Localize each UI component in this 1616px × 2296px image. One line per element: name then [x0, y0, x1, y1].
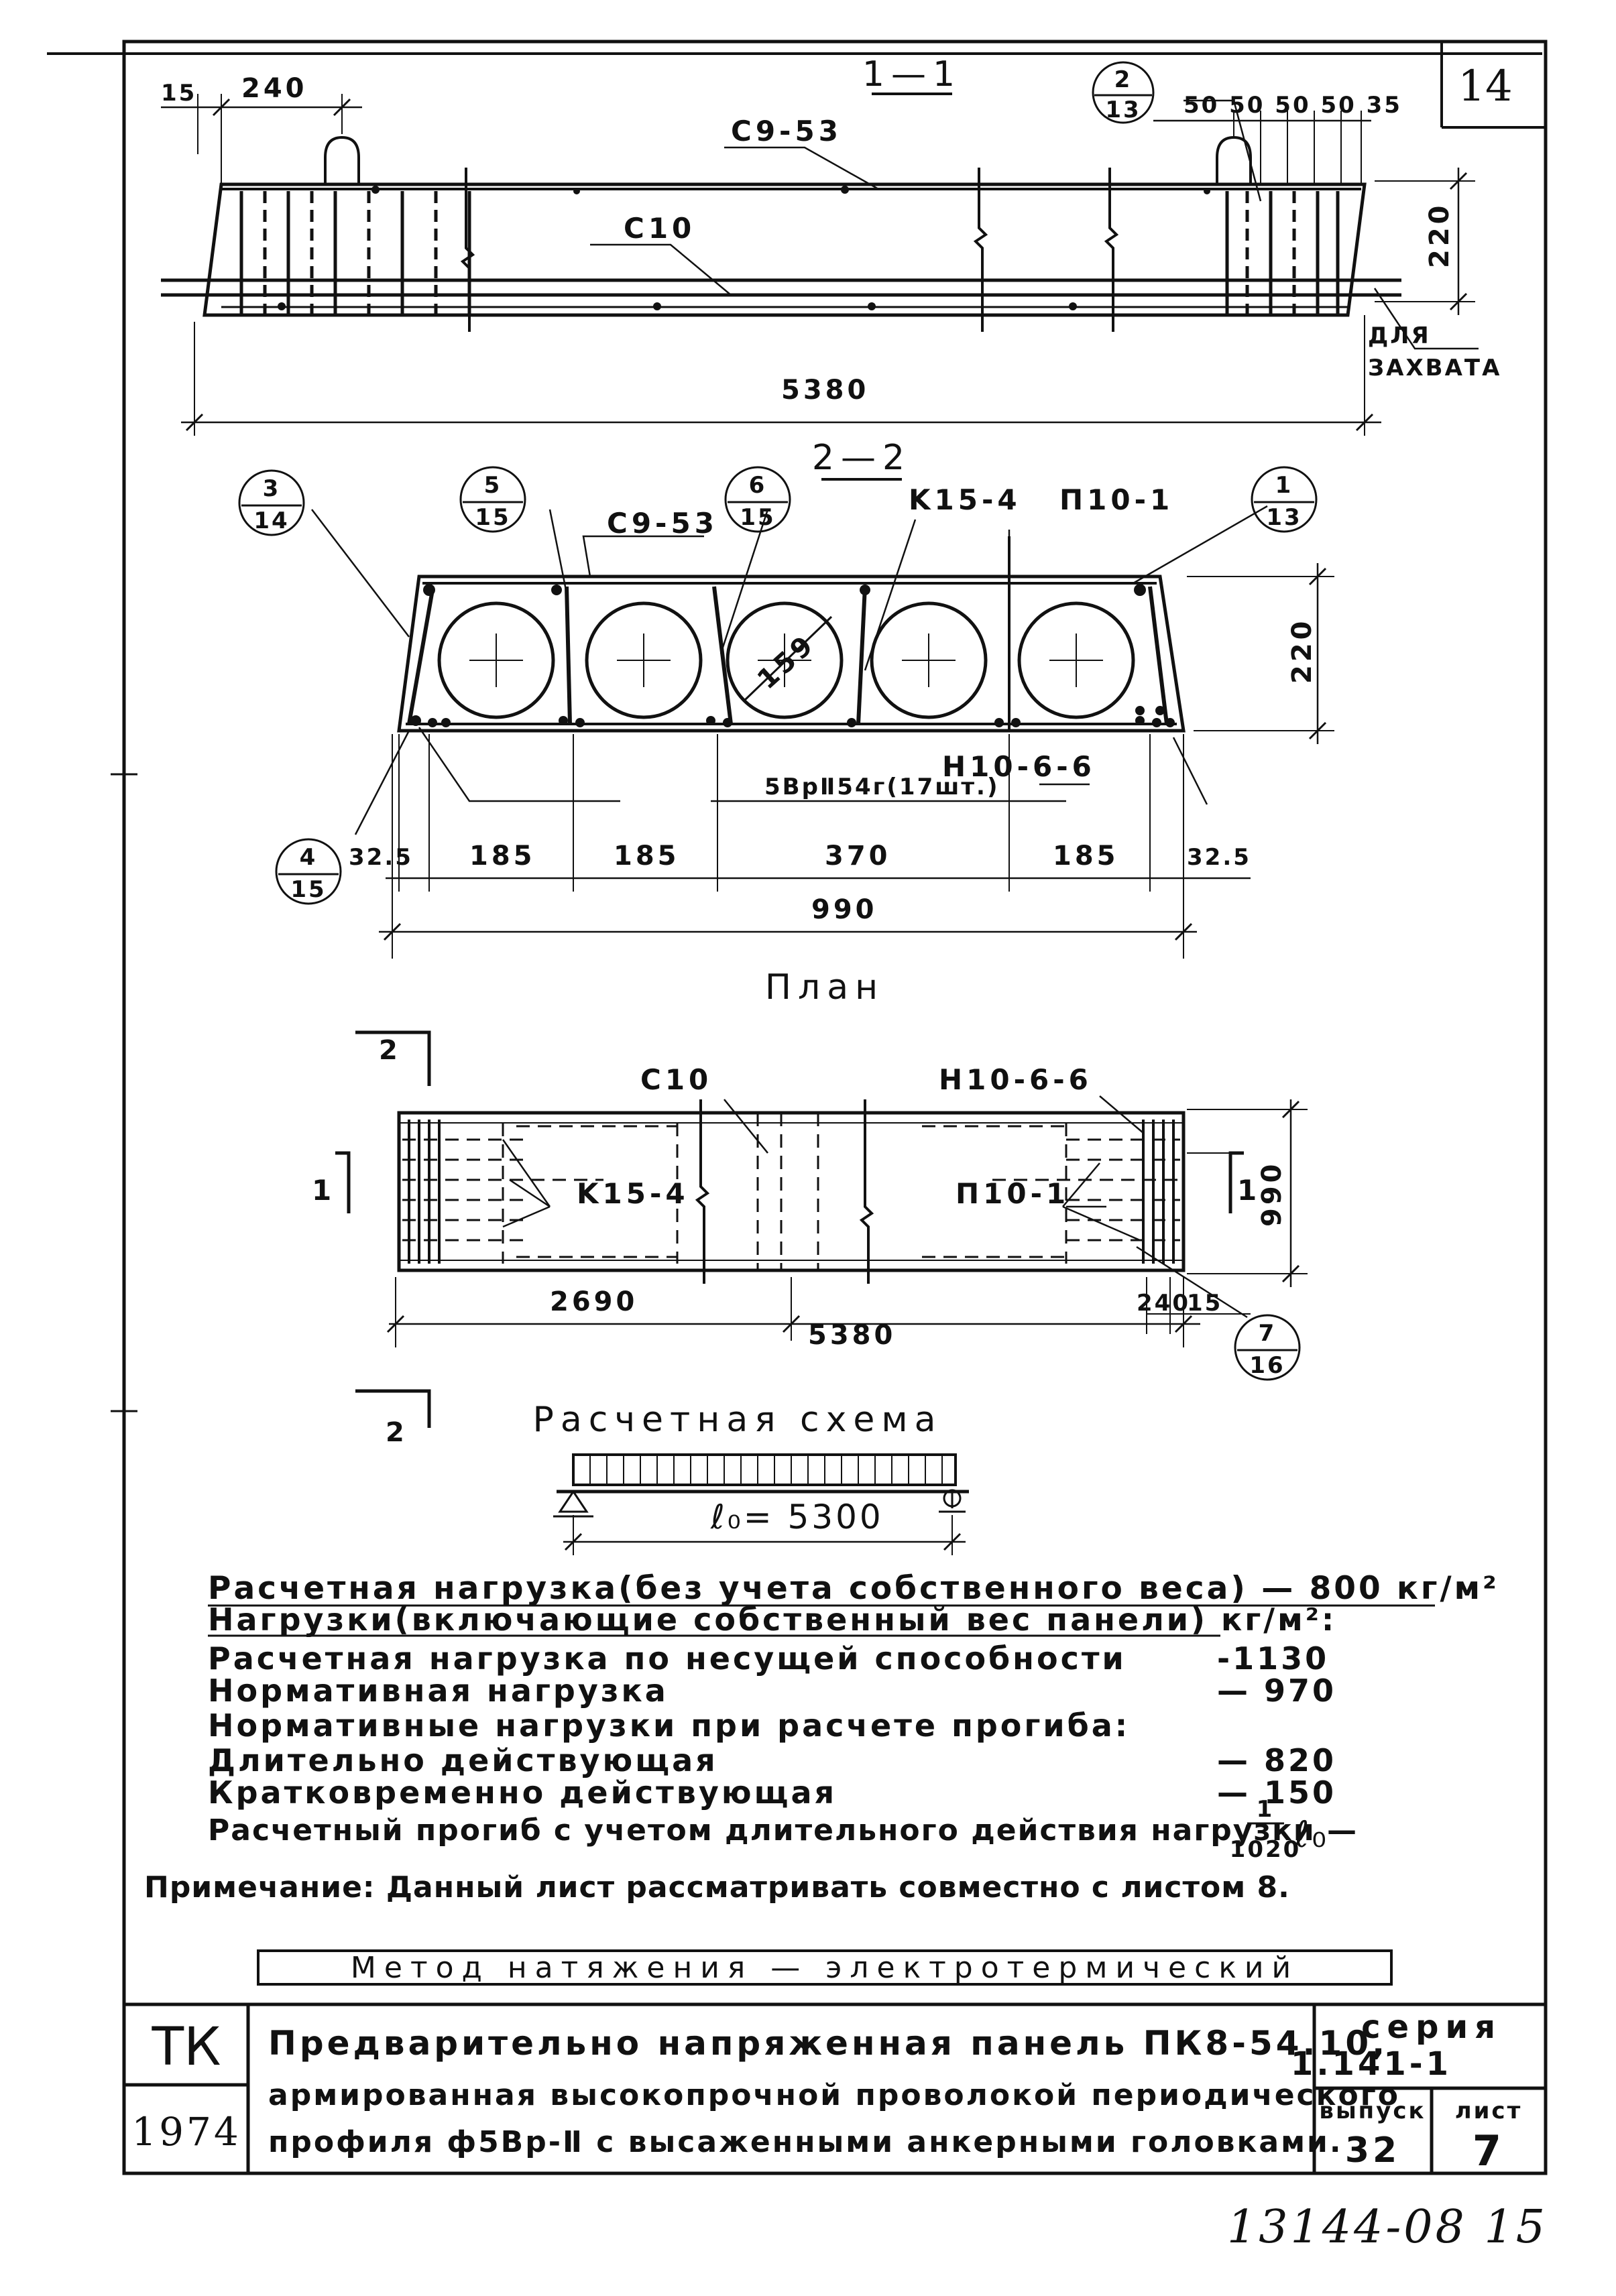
loads-line2: Нагрузки(включающие собственный вес пане…	[208, 1602, 1336, 1638]
org-label: ТК	[151, 2017, 221, 2077]
dim-15-label: 15	[161, 80, 196, 107]
loads-underlines	[208, 1604, 1435, 1825]
callout-6-top: 6	[749, 472, 767, 499]
loads-row-1-label: Расчетная нагрузка по несущей способност…	[208, 1640, 1127, 1677]
loads-row-5-value: — 150	[1217, 1774, 1336, 1811]
callout-2-bottom: 13	[1105, 97, 1141, 123]
section-2-2	[238, 466, 1334, 959]
callout-1-bottom: 13	[1266, 504, 1302, 531]
callout-1-top: 1	[1275, 472, 1293, 499]
loads-row-4-value: — 820	[1217, 1742, 1336, 1778]
height-220-label: 220	[1424, 202, 1455, 269]
title-line3: профиля ф5Вр-Ⅱ с высаженными анкерными г…	[268, 2125, 1343, 2159]
loads-row-4-label: Длительно действующая	[208, 1742, 718, 1778]
archive-stamp: 13144-08 15	[1227, 2201, 1548, 2254]
plan-mesh-c10: C10	[640, 1063, 712, 1096]
callout-2-top: 2	[1114, 66, 1133, 93]
grip-note-line2: ЗАХВАТА	[1368, 355, 1501, 381]
scheme-title: Расчетная схема	[533, 1400, 943, 1440]
mesh-c10-label: C10	[624, 212, 695, 245]
height-220-label-2: 220	[1287, 618, 1318, 684]
loop-p10-1-label: П10-1	[1059, 483, 1173, 516]
callout-3-top: 3	[263, 475, 281, 502]
series-value: 1.141-1	[1291, 2045, 1452, 2083]
callout-5-bottom: 15	[475, 504, 510, 531]
scheme-beam	[553, 1453, 969, 1555]
issue-label: выпуск	[1319, 2098, 1426, 2124]
plan-dim-240: 240	[1137, 1290, 1190, 1317]
sheet-value: 7	[1473, 2126, 1505, 2175]
length-5380-label: 5380	[781, 375, 869, 406]
mesh-c9-53-label-2: C9-53	[607, 507, 718, 540]
cut-2-bottom: 2	[386, 1417, 408, 1448]
mesh-h10-label: Н10-6-6	[942, 750, 1096, 783]
dims-right-label: 50 50 50 50 35	[1184, 92, 1402, 119]
title-block	[124, 2002, 1546, 2173]
title-line2: армированная высокопрочной проволокой пе…	[268, 2078, 1400, 2112]
plan-length-5380: 5380	[808, 1320, 896, 1351]
callout-4-bottom: 15	[290, 876, 326, 903]
loads-line1: Расчетная нагрузка(без учета собственног…	[208, 1570, 1499, 1607]
mesh-c9-53-label: C9-53	[731, 115, 842, 147]
scheme-span: ℓ₀= 5300	[710, 1498, 884, 1536]
plan-width-990: 990	[1257, 1161, 1287, 1227]
dim-32-5-right: 32.5	[1187, 844, 1251, 871]
plan-loop-p10-1: П10-1	[956, 1177, 1070, 1210]
sheet-frame	[47, 40, 1548, 2175]
dim-185-a: 185	[469, 841, 536, 871]
width-990-label: 990	[811, 894, 878, 925]
callout-3-bottom: 14	[253, 507, 289, 534]
grip-note-line1: ДЛЯ	[1368, 322, 1431, 349]
method-text: Метод натяжения — электротермический	[351, 1951, 1299, 1985]
dim-370: 370	[825, 841, 891, 871]
callout-6-bottom: 15	[740, 504, 775, 531]
dim-240-label: 240	[241, 73, 308, 104]
title-line1: Предварительно напряженная панель ПК8-54…	[268, 2024, 1388, 2063]
sheet-corner-number: 14	[1458, 62, 1512, 111]
note-text: Примечание: Данный лист рассматривать со…	[144, 1870, 1290, 1905]
deflection-frac-den: 1020	[1230, 1836, 1302, 1863]
callout-7-bottom: 16	[1249, 1352, 1285, 1379]
dim-185-b: 185	[614, 841, 680, 871]
wire-label: 5ВрⅡ54г(17шт.)	[764, 774, 1000, 800]
plan-mesh-h10: Н10-6-6	[939, 1063, 1092, 1096]
section-2-2-bars	[410, 584, 1175, 727]
callout-5-top: 5	[484, 472, 502, 499]
plan-dim-15: 15	[1187, 1290, 1222, 1317]
loads-row-2-value: — 970	[1217, 1673, 1336, 1709]
section-1-1	[161, 61, 1479, 436]
diameter-159-label: 159	[752, 628, 821, 695]
cut-1-left: 1	[312, 1174, 335, 1207]
plan-half-2690: 2690	[550, 1286, 638, 1317]
cut-1-right: 1	[1237, 1174, 1261, 1207]
method-box	[257, 1949, 1393, 1986]
section-1-1-bars	[278, 186, 1210, 310]
section-2-2-title: 2—2	[812, 438, 911, 478]
deflection-frac-suffix: ℓ₀	[1293, 1813, 1329, 1856]
section-1-1-title: 1—1	[862, 54, 962, 95]
callout-7-top: 7	[1259, 1320, 1277, 1347]
plan-frame-k15-4: K15-4	[577, 1177, 689, 1210]
loads-row-1-value: -1130	[1217, 1640, 1329, 1677]
dim-185-c: 185	[1053, 841, 1119, 871]
dim-32-5-left: 32.5	[349, 844, 413, 871]
deflection-label: Расчетный прогиб с учетом длительного де…	[208, 1813, 1358, 1848]
plan-title: План	[765, 967, 884, 1008]
plan-view	[335, 1030, 1308, 1428]
sheet-label: лист	[1455, 2098, 1523, 2124]
issue-value: 32	[1345, 2130, 1400, 2171]
frame-k15-4-label: K15-4	[909, 483, 1021, 516]
loads-row-3-label: Нормативные нагрузки при расчете прогиба…	[208, 1707, 1130, 1744]
loads-row-5-label: Кратковременно действующая	[208, 1774, 837, 1811]
loads-row-2-label: Нормативная нагрузка	[208, 1673, 669, 1709]
year-label: 1974	[131, 2109, 241, 2155]
cut-2-top: 2	[379, 1035, 401, 1066]
series-label: серия	[1361, 2008, 1502, 2046]
deflection-frac-num: 1	[1257, 1796, 1275, 1823]
callout-4-top: 4	[300, 844, 318, 871]
